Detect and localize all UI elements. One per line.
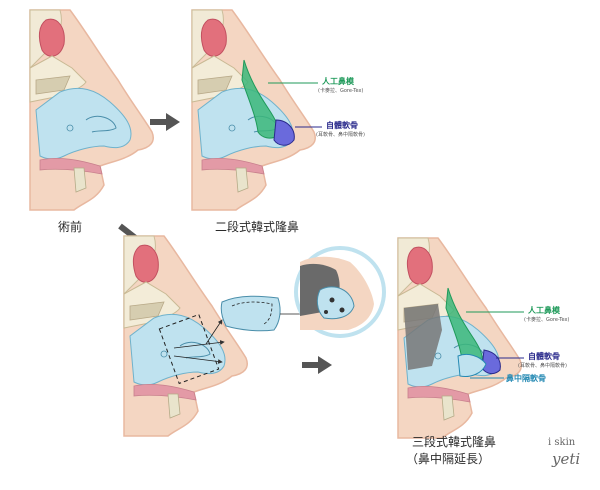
brand-line1: i skin: [548, 437, 576, 448]
procedure-nose-illustration: [123, 235, 248, 437]
caption-two-stage: 二段式韓式隆鼻: [215, 220, 300, 234]
label-cartilage: 自體軟骨: [326, 121, 358, 130]
extracted-cartilage-piece: [220, 295, 281, 332]
label-implant-sub: (卡麥拉、Gore-Tex): [318, 88, 364, 94]
label-implant-2: 人工鼻模: [528, 306, 560, 315]
caption-before: 術前: [58, 220, 83, 234]
arrow-right-icon: [150, 113, 180, 131]
before-nose-illustration: [29, 9, 154, 211]
caption-three-stage-sub: （鼻中隔延長）: [406, 452, 491, 466]
label-implant: 人工鼻模: [322, 77, 354, 86]
brand-line2: yeti: [552, 450, 581, 468]
arrow-right-icon: [302, 356, 332, 374]
caption-three-stage: 三段式韓式隆鼻: [412, 435, 497, 449]
label-cartilage-sub-2: (耳軟骨、鼻中隔軟骨): [518, 363, 567, 369]
label-implant-sub-2: (卡麥拉、Gore-Tex): [524, 317, 570, 323]
label-cartilage-sub: (耳軟骨、鼻中隔軟骨): [316, 132, 365, 138]
three-stage-nose-illustration: [397, 237, 522, 439]
label-cartilage-2: 自體軟骨: [528, 352, 560, 361]
two-stage-nose-illustration: [191, 9, 316, 211]
autologous-cartilage-shape: [273, 119, 295, 146]
label-septal-cartilage: 鼻中隔軟骨: [506, 374, 546, 383]
magnifier-circle-icon: [294, 246, 386, 338]
